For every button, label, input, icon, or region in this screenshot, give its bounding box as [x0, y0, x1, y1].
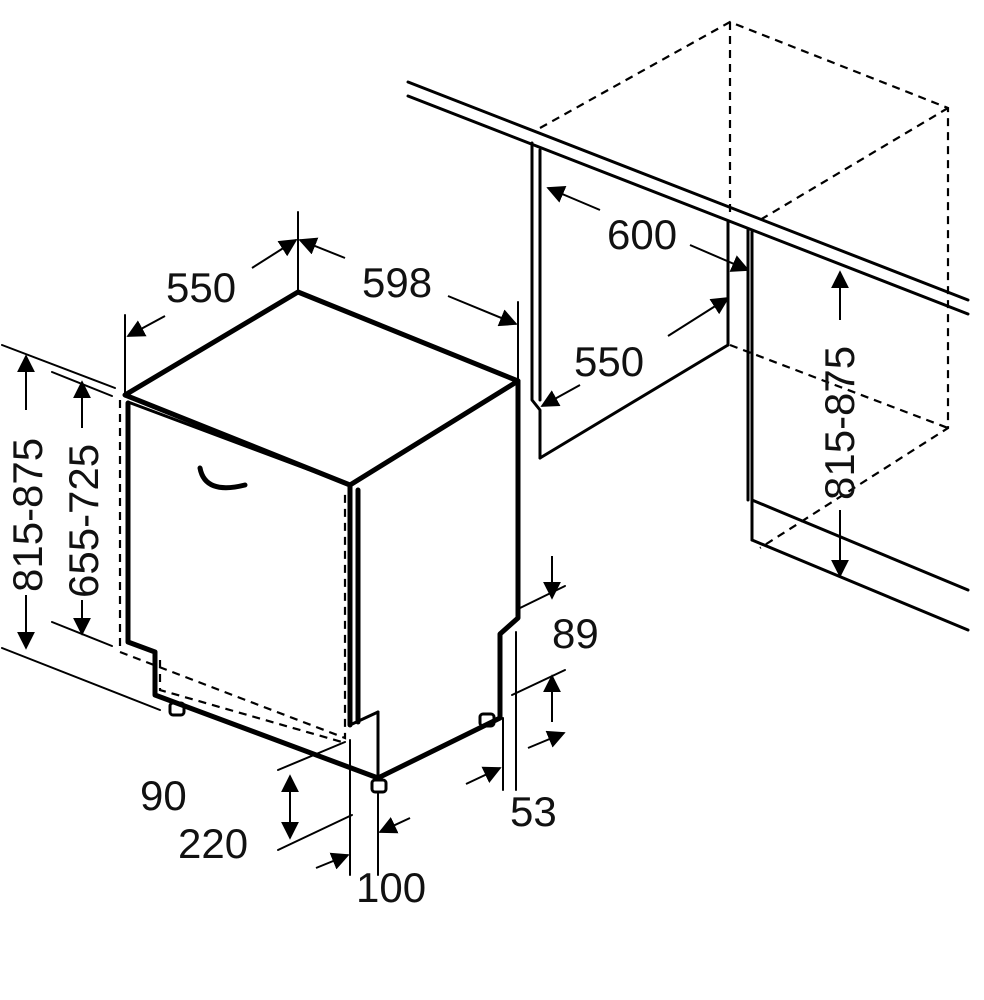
- foot-front-left: [168, 701, 186, 717]
- cabinet-niche: [406, 20, 970, 632]
- dishwasher-top: [122, 289, 521, 488]
- countertop-edge-bottom: [406, 94, 970, 316]
- niche-dimensions: [540, 186, 849, 578]
- door-height-label: 655-725: [60, 444, 107, 598]
- door-panel-outline: [118, 400, 347, 740]
- plinth-offset-label: 53: [510, 788, 557, 835]
- door-handle-icon: [197, 465, 248, 491]
- appliance-depth-label: 550: [166, 264, 236, 311]
- cabinet-depth-label: 550: [574, 338, 644, 385]
- dishwasher-body: [118, 289, 521, 794]
- left-panel: [530, 141, 542, 460]
- extension-lines: [1, 211, 566, 876]
- dishwasher-front: [125, 400, 381, 781]
- foot-offset-label: 100: [356, 864, 426, 911]
- countertop-edge-top: [406, 80, 970, 302]
- foot-front-right: [370, 778, 388, 794]
- appliance-height-label: 815-875: [4, 438, 51, 592]
- appliance-dimension-arrows: [17, 237, 566, 870]
- appliance-width-label: 598: [362, 259, 432, 306]
- foot-height-label: 220: [178, 820, 248, 867]
- plinth-recess-label: 90: [140, 772, 187, 819]
- plinth-height-label: 89: [552, 610, 599, 657]
- foot-back-right: [478, 712, 496, 728]
- niche-hidden-outline: [539, 20, 950, 549]
- dishwasher-side: [375, 378, 521, 781]
- cabinet-width-label: 600: [607, 211, 677, 258]
- cabinet-height-label: 815-875: [816, 346, 863, 500]
